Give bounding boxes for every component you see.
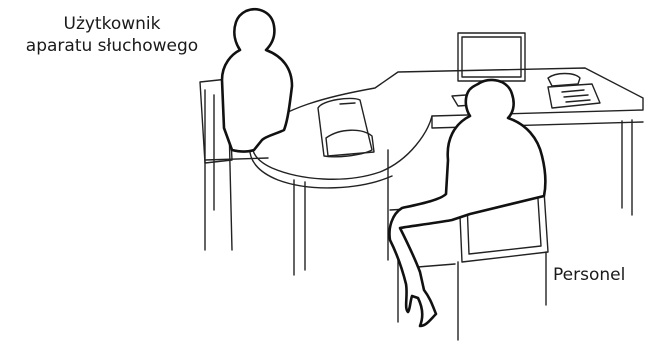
label-hearing-aid-user: Użytkownik aparatu słuchowego xyxy=(4,13,220,57)
label-staff: Personel xyxy=(553,264,625,286)
silhouette-user xyxy=(222,9,292,151)
label-hearing-aid-user-line2: aparatu słuchowego xyxy=(4,35,220,57)
telephone xyxy=(548,74,600,109)
label-hearing-aid-user-line1: Użytkownik xyxy=(4,13,220,35)
silhouette-staff xyxy=(390,80,546,326)
tabletop-microphone-device xyxy=(318,98,374,156)
